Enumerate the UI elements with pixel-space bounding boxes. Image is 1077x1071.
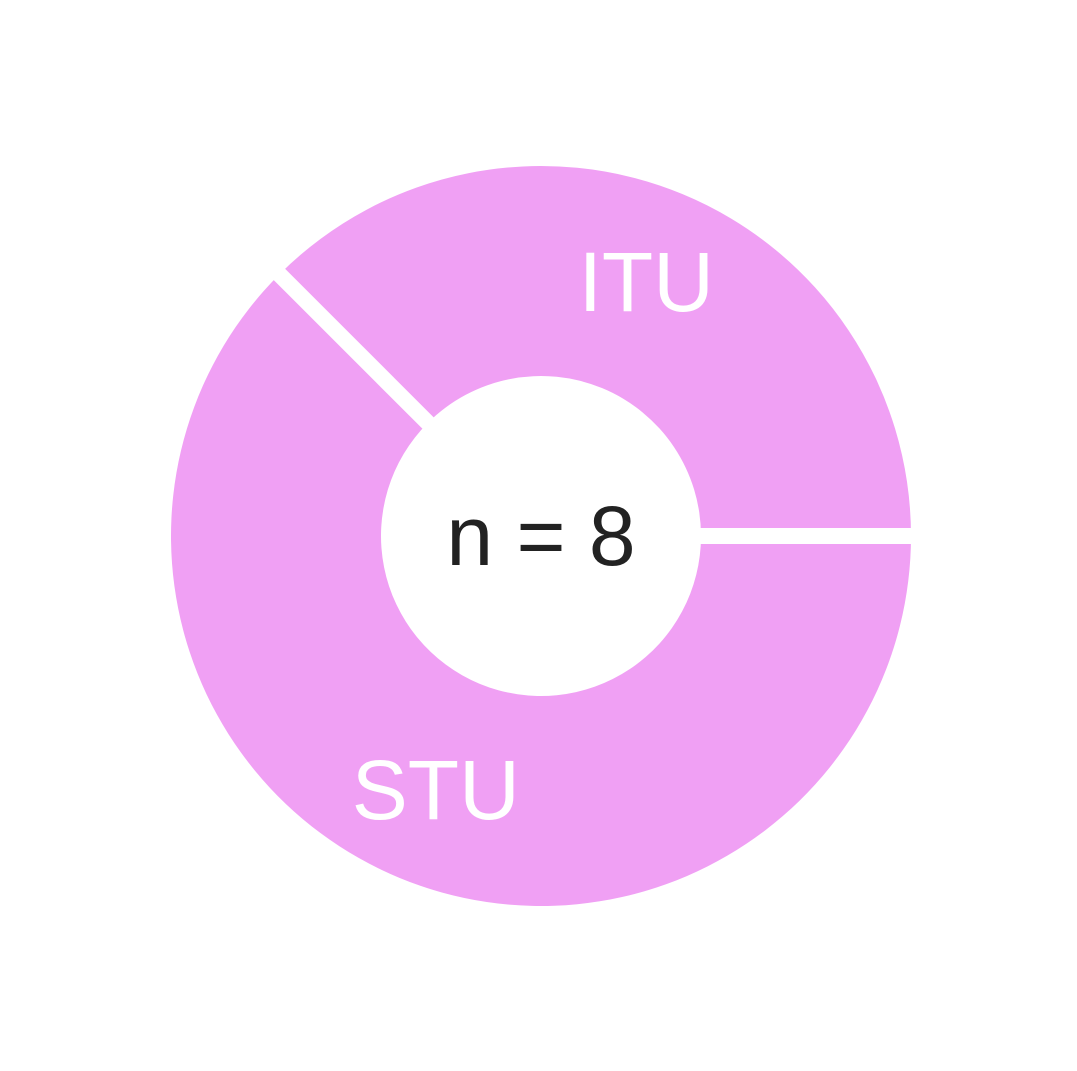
labels-layer: ITU STU (352, 235, 714, 837)
slice-separator (270, 265, 435, 430)
center-label: n = 8 (446, 489, 635, 583)
slice-label-stu: STU (352, 743, 520, 837)
slice-label-itu: ITU (579, 235, 714, 329)
slice-itu (279, 165, 912, 536)
slices-layer (171, 165, 912, 906)
separators-layer (270, 265, 915, 544)
slice-stu (171, 274, 911, 906)
